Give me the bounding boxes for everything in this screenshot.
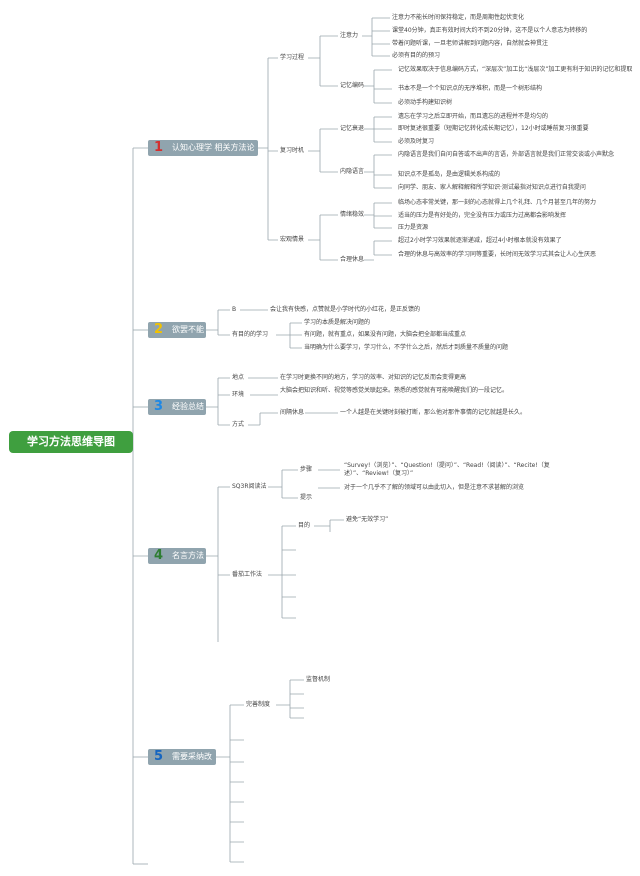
root-node[interactable]: 学习方法思维导图	[9, 431, 133, 453]
node-memory-encoding[interactable]: 记忆编码	[340, 82, 365, 89]
leaf-text: 必须有目的的预习	[392, 52, 441, 59]
node-environment[interactable]: 环境	[232, 391, 245, 398]
node-improve-system[interactable]: 完善制度	[246, 701, 271, 708]
node-learning-process[interactable]: 学习过程	[280, 54, 305, 61]
node-place[interactable]: 地点	[232, 374, 245, 381]
leaf-text: 会让我有快感，点赞就是小学时代的小红花，是正反馈的	[270, 306, 421, 313]
leaf-text: 内隐语言是我们自问自答或不出声的言语，外部语言就是我们正常交谈或小声默念	[398, 151, 615, 158]
node-steps[interactable]: 步骤	[300, 466, 313, 473]
leaf-text: 当明确为什么要学习，学习什么，不学什么之后，然后才到质量不质量的问题	[304, 344, 509, 351]
leaf-text: 课堂40分钟，真正有效时间大约不到20分钟，这不是以个人意志为转移的	[392, 27, 588, 34]
section-label: 欲罢不能	[172, 325, 204, 334]
leaf-text: 有问题，就有重点，如果没有问题，大脑会把全部都当成重点	[304, 331, 467, 338]
node-tip[interactable]: 提示	[300, 494, 313, 501]
section-irresistible[interactable]: 2 欲罢不能	[148, 322, 206, 338]
section-label: 名言方法	[172, 551, 204, 560]
leaf-text: 知识点不是孤岛，是由逻辑关系构成的	[398, 171, 501, 178]
node-review-timing[interactable]: 复习时机	[280, 147, 305, 154]
section-number: 1	[154, 140, 164, 155]
leaf-text: 向同学、朋友、家人解释解释所学知识·测试最指对知识点进行自我提问	[398, 184, 586, 191]
section-number: 4	[154, 548, 164, 563]
section-famous-methods[interactable]: 4 名言方法	[148, 548, 206, 564]
leaf-text: 超过2小时学习效果就逐渐递减，超过4小时根本就没有效果了	[398, 237, 562, 244]
leaf-text: 带着问题听课，一旦老师讲解到问题内容，自然就会神贯注	[392, 40, 549, 47]
node-rest[interactable]: 合理休息	[340, 256, 365, 263]
leaf-text: 避免“无效学习”	[346, 516, 389, 523]
node-method[interactable]: 方式	[232, 421, 245, 428]
section-label: 认知心理学 相关方法论	[172, 143, 255, 152]
leaf-text: 注意力不能长时间保持稳定，而是周期性起伏变化	[392, 14, 525, 21]
leaf-text: 大脑会把知识和听、视觉等感觉关联起来。熟悉的感觉就有可能唤醒我们的一段记忆。	[280, 387, 509, 394]
node-supervision[interactable]: 监督机制	[306, 676, 331, 683]
node-interval-rest[interactable]: 间隔休息	[280, 409, 305, 416]
leaf-text: 一个人越是在关键时刻被打断，那么他对那件事情的记忆就越是长久。	[340, 409, 527, 416]
node-pomodoro[interactable]: 番茄工作法	[232, 571, 263, 578]
section-improvements[interactable]: 5 需要采纳改进	[148, 749, 216, 777]
leaf-text: 记忆效果取决于信息编码方式，“深层次”加工比“浅层次”加工更有利于知识的记忆和提…	[398, 66, 633, 73]
section-label: 需要采纳改进	[172, 752, 212, 777]
section-cognitive-psychology[interactable]: 1 认知心理学 相关方法论	[148, 140, 258, 156]
section-label: 经验总结	[172, 402, 204, 411]
section-number: 2	[154, 322, 164, 337]
section-number: 3	[154, 399, 164, 414]
node-macro-context[interactable]: 宏观情景	[280, 236, 305, 243]
leaf-text: 对于一个几乎不了解的领域可以由此切入，但是注意不求甚解的浏览	[344, 484, 525, 491]
node-attention[interactable]: 注意力	[340, 32, 359, 39]
leaf-text: 合理的休息与高效率的学习同等重要，长时间无效学习式其会让人心生厌恶	[398, 251, 597, 258]
leaf-text: 适当的压力是有好处的，完全没有压力或压力过高都会影响发挥	[398, 212, 567, 219]
node-goal[interactable]: 目的	[298, 522, 311, 529]
node-memory-decay[interactable]: 记忆衰退	[340, 125, 365, 132]
leaf-text: 学习的本质是解决问题的	[304, 319, 371, 326]
leaf-text: 即时复述很重要（短期记忆转化成长期记忆），12小时或睡前复习很重要	[398, 125, 589, 132]
leaf-text: “Survey!（浏览）”、“Question!（提问）”、“Read!（阅读）…	[344, 462, 550, 477]
leaf-text: 遗忘在学习之后立即开始，而且遗忘的进程并不是均匀的	[398, 113, 549, 120]
node-sq3r[interactable]: SQ3R阅读法	[232, 483, 267, 490]
node-inner-speech[interactable]: 内隐语言	[340, 168, 365, 175]
leaf-text: 在学习时更换不同的地方，学习的效率、对知识的记忆反而会变得更高	[280, 374, 467, 381]
node-purposeful-learning[interactable]: 有目的的学习	[232, 331, 269, 338]
section-number: 5	[154, 749, 164, 764]
section-experience[interactable]: 3 经验总结	[148, 399, 206, 415]
leaf-text: 压力是资源	[398, 224, 429, 231]
leaf-text: 临场心态非常关键，那一刻的心态就得上几个礼拜、几个月甚至几年的努力	[398, 199, 597, 206]
leaf-text: 必须动手构建知识树	[398, 99, 453, 106]
node-emotion[interactable]: 情绪稳效	[340, 211, 365, 218]
leaf-text: 必须及时复习	[398, 138, 435, 145]
node-b[interactable]: B	[232, 306, 237, 313]
leaf-text: 书本不是一个个知识点的无序堆积，而是一个树形结构	[398, 85, 543, 92]
